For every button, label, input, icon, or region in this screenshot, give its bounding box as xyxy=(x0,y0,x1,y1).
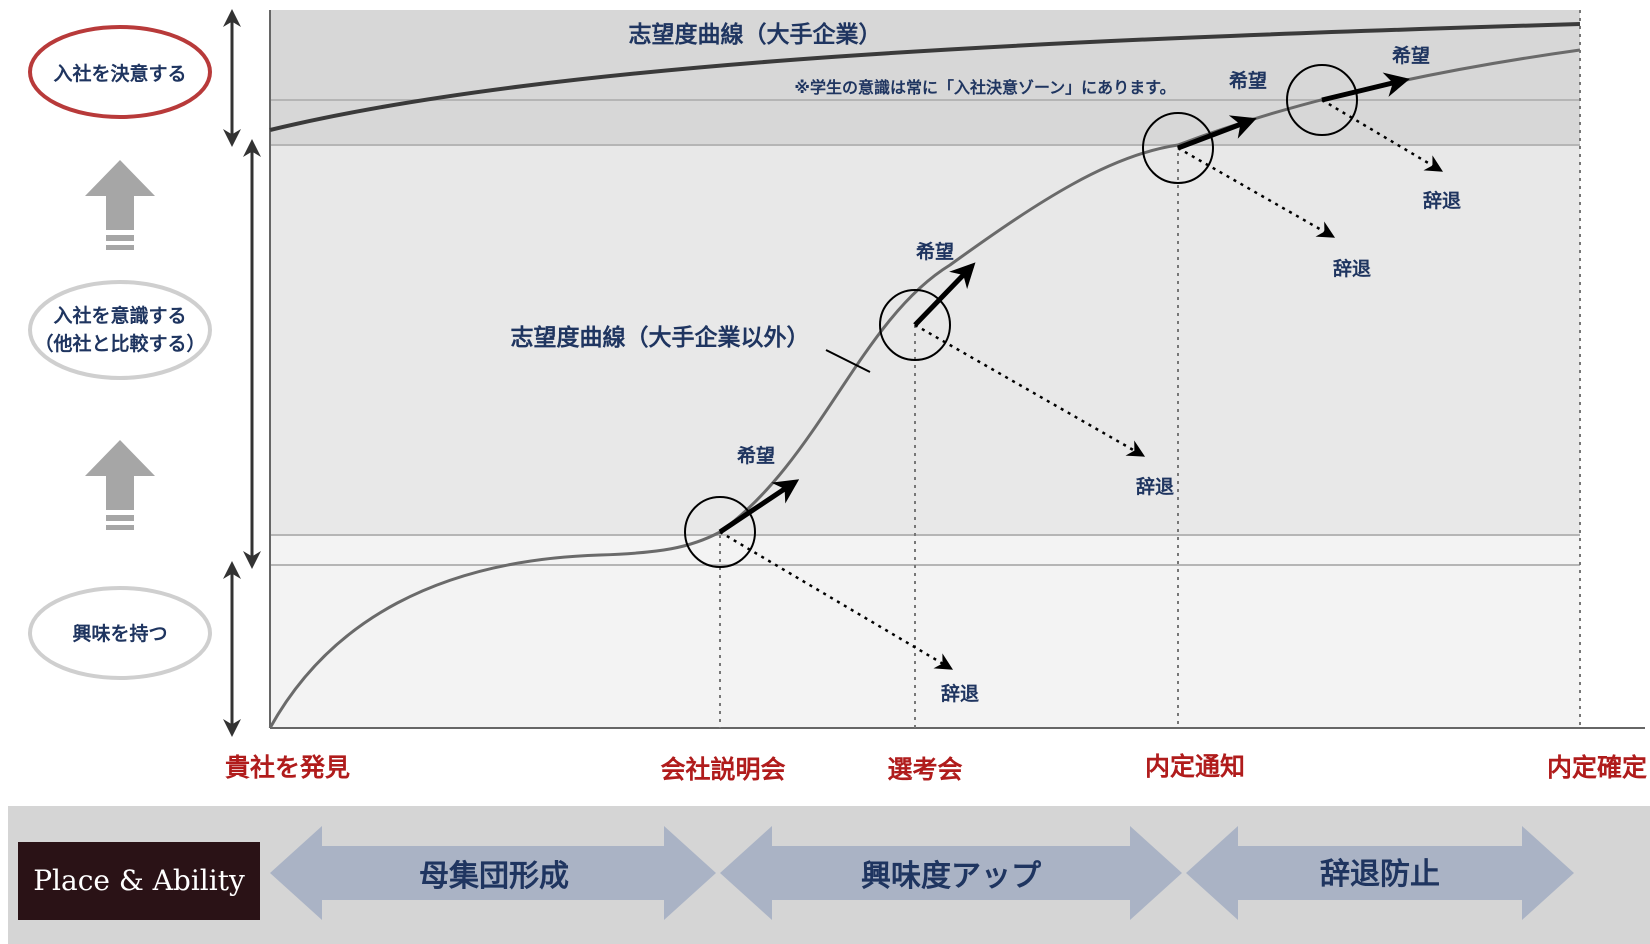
phase-arrow xyxy=(270,826,716,920)
brand-logo xyxy=(18,842,260,920)
hope-arrow xyxy=(1177,115,1257,151)
level-interest-label: 興味を持つ xyxy=(72,622,167,645)
phase-population-label: 母集団形成 xyxy=(419,859,569,894)
decline-label: 辞退 xyxy=(1423,189,1461,212)
curve-large-company xyxy=(269,22,1581,132)
decide-zone-note: ※学生の意識は常に「入社決意ゾーン」にあります。 xyxy=(794,78,1175,97)
level-decide-oval xyxy=(28,25,212,119)
hope-label: 希望 xyxy=(916,240,954,263)
decision-circle xyxy=(684,496,756,568)
level-conscious-oval xyxy=(28,280,212,380)
decline-label: 辞退 xyxy=(941,682,979,705)
interest-zone xyxy=(270,535,1580,728)
curve-other-label: 志望度曲線（大手企業以外） xyxy=(511,324,810,351)
decline-arrow xyxy=(1321,98,1444,172)
decision-circle xyxy=(1142,112,1214,184)
hope-label: 希望 xyxy=(737,444,775,467)
level-decide-label: 入社を決意する xyxy=(53,62,186,85)
hope-label: 希望 xyxy=(1392,44,1430,67)
decline-arrow xyxy=(1177,146,1336,238)
stage-discover-label: 貴社を発見 xyxy=(225,753,350,782)
phase-interest-up-label: 興味度アップ xyxy=(861,859,1042,894)
hope-label: 希望 xyxy=(1229,69,1267,92)
curve-large-label: 志望度曲線（大手企業） xyxy=(629,21,882,48)
conscious-zone xyxy=(270,145,1580,535)
level-interest-oval xyxy=(28,586,212,680)
decline-label: 辞退 xyxy=(1136,475,1174,498)
stage-briefing-label: 会社説明会 xyxy=(660,755,785,784)
curve-other-pointer xyxy=(825,349,871,373)
phase-arrow xyxy=(720,826,1182,920)
decline-arrow xyxy=(914,323,1146,457)
hope-arrow xyxy=(913,262,976,327)
stage-offer-notice-label: 内定通知 xyxy=(1145,752,1245,781)
stage-selection-label: 選考会 xyxy=(887,755,962,784)
level-conscious-sublabel: （他社と比較する） xyxy=(34,332,205,355)
level-conscious-label: 入社を意識する xyxy=(53,304,186,327)
phase-arrow xyxy=(1186,826,1574,920)
stage-offer-confirmed-label: 内定確定 xyxy=(1547,753,1647,782)
decision-circle xyxy=(879,289,951,361)
hope-arrow xyxy=(1321,72,1410,103)
up-arrow-icon xyxy=(85,440,155,530)
decline-label: 辞退 xyxy=(1333,257,1371,280)
phase-decline-prevention-label: 辞退防止 xyxy=(1320,857,1440,892)
hope-arrow xyxy=(718,479,800,535)
decision-circle xyxy=(1286,64,1358,136)
up-arrow-icon xyxy=(85,160,155,250)
brand-logo-text: Place & Ability xyxy=(33,864,245,897)
